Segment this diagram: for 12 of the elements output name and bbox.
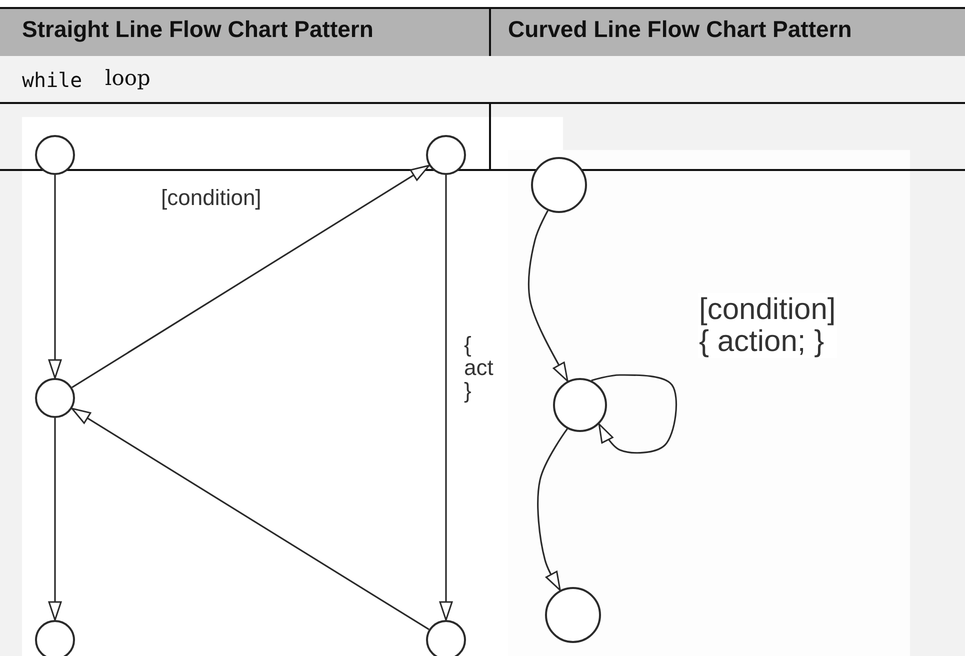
row-label: loop — [105, 66, 150, 90]
arrow — [72, 164, 430, 388]
arrow — [537, 428, 568, 591]
arrow — [439, 175, 453, 621]
arrow — [48, 418, 62, 621]
arrow — [528, 210, 568, 382]
arrow — [48, 175, 62, 379]
arrow — [71, 408, 430, 630]
row-label: while — [22, 68, 82, 92]
column-header: Curved Line Flow Chart Pattern — [508, 16, 852, 43]
column-header: Straight Line Flow Chart Pattern — [22, 16, 374, 43]
arrow — [591, 374, 678, 454]
